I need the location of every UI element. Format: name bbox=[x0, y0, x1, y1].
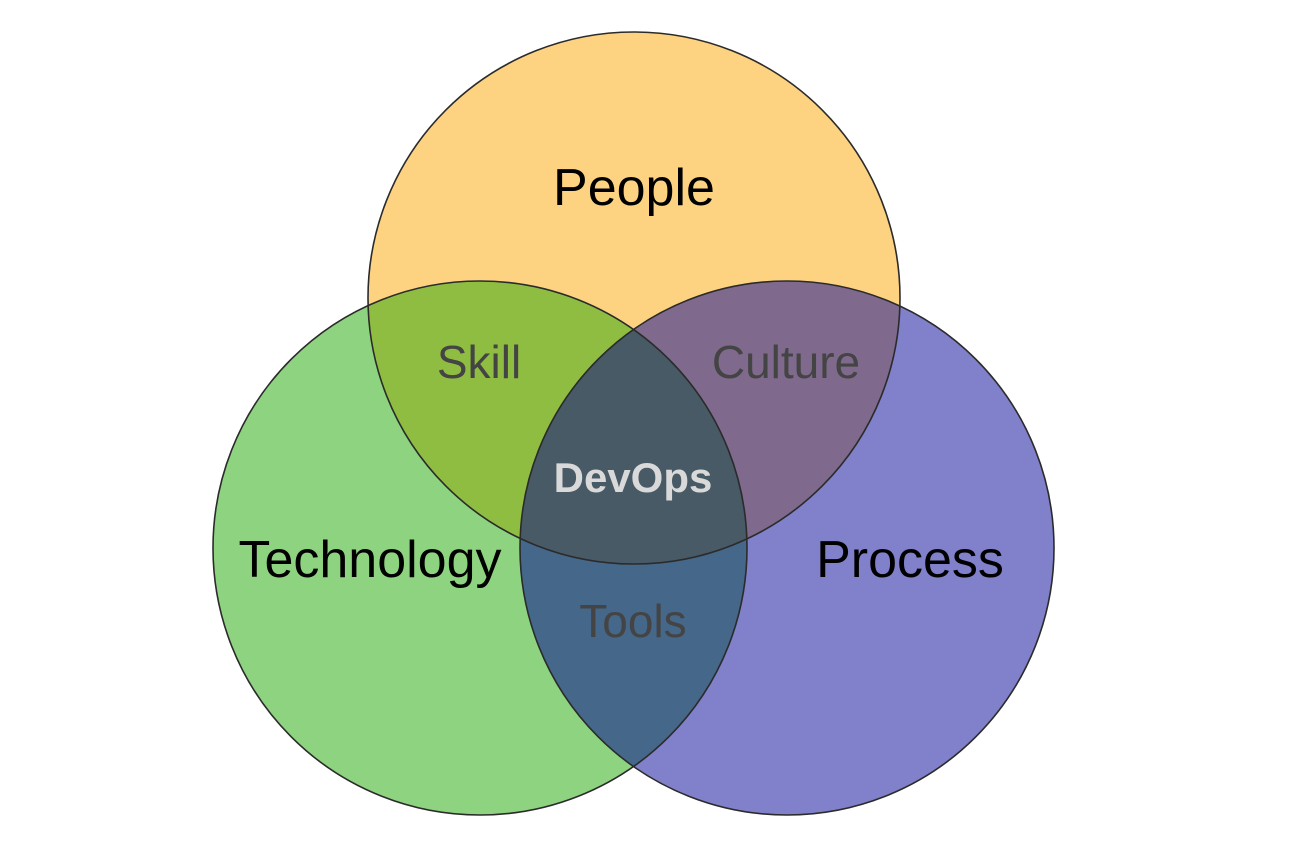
tools-label: Tools bbox=[579, 595, 686, 647]
devops-label: DevOps bbox=[554, 454, 713, 501]
people-outline bbox=[367, 31, 901, 565]
process-label: Process bbox=[816, 531, 1004, 589]
skill-label: Skill bbox=[437, 336, 521, 388]
people-label: People bbox=[553, 159, 715, 217]
process-outline bbox=[519, 280, 1055, 816]
devops-region bbox=[520, 281, 747, 564]
technology-label: Technology bbox=[238, 531, 501, 589]
technology-outline bbox=[212, 280, 748, 816]
culture-label: Culture bbox=[712, 336, 860, 388]
